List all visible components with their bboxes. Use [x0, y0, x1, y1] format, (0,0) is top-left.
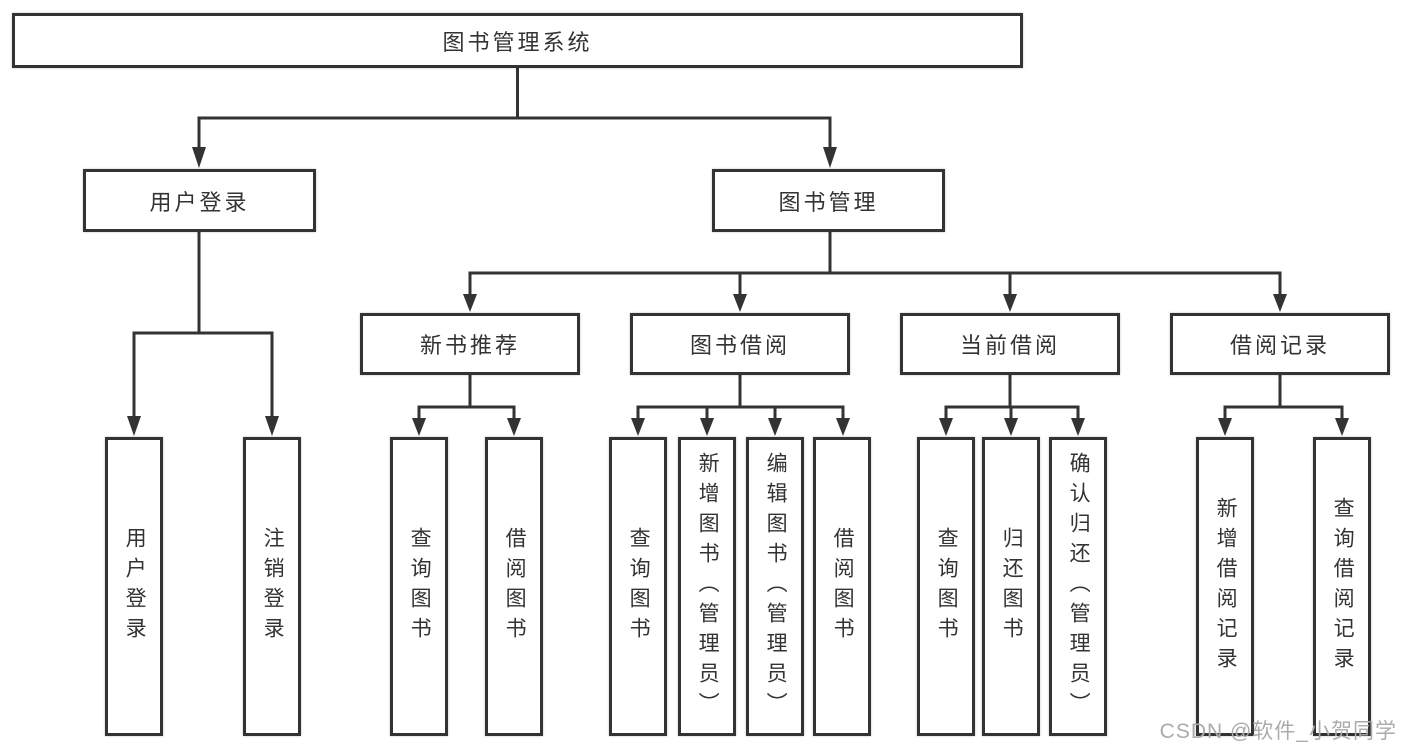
- leaf-label: 新增借阅记录: [1214, 496, 1238, 677]
- leaf-query-books-borrowing: 查询图书: [609, 437, 667, 736]
- leaf-confirm-return-admin: 确认归还（管理员）: [1049, 437, 1107, 736]
- leaf-label: 新增图书（管理员）: [696, 451, 720, 722]
- node-current-borrowing: 当前借阅: [900, 313, 1120, 375]
- node-borrowing-records: 借阅记录: [1170, 313, 1390, 375]
- node-book-management: 图书管理: [712, 169, 945, 232]
- leaf-label: 用户登录: [123, 526, 147, 647]
- leaf-label: 注销登录: [261, 526, 285, 647]
- node-library-management-system: 图书管理系统: [12, 13, 1023, 68]
- leaf-query-books-current: 查询图书: [917, 437, 975, 736]
- node-label: 图书管理: [778, 189, 879, 215]
- leaf-edit-books-admin: 编辑图书（管理员）: [746, 437, 804, 736]
- node-label: 借阅记录: [1229, 333, 1330, 358]
- node-label: 图书管理系统: [442, 29, 593, 55]
- node-new-book-recommendation: 新书推荐: [360, 313, 580, 375]
- leaf-label: 查询图书: [408, 526, 432, 647]
- leaf-label: 借阅图书: [503, 526, 527, 647]
- leaf-user-login: 用户登录: [105, 437, 163, 736]
- leaf-add-borrow-record: 新增借阅记录: [1196, 437, 1254, 736]
- node-label: 图书借阅: [689, 333, 790, 358]
- node-label: 新书推荐: [419, 333, 520, 358]
- leaf-return-books: 归还图书: [982, 437, 1040, 736]
- leaf-label: 编辑图书（管理员）: [764, 451, 788, 722]
- node-book-borrowing: 图书借阅: [630, 313, 850, 375]
- leaf-logout: 注销登录: [243, 437, 301, 736]
- node-label: 当前借阅: [959, 333, 1060, 358]
- csdn-watermark: CSDN @软件_小贺同学: [1159, 720, 1397, 743]
- leaf-query-books-recommend: 查询图书: [390, 437, 448, 736]
- leaf-borrow-books-recommend: 借阅图书: [485, 437, 543, 736]
- leaf-borrow-books-borrowing: 借阅图书: [813, 437, 871, 736]
- leaf-label: 确认归还（管理员）: [1067, 451, 1091, 722]
- node-user-login: 用户登录: [83, 169, 316, 232]
- node-label: 用户登录: [149, 189, 250, 215]
- leaf-label: 借阅图书: [831, 526, 855, 647]
- leaf-add-books-admin: 新增图书（管理员）: [678, 437, 736, 736]
- leaf-query-borrow-record: 查询借阅记录: [1313, 437, 1371, 736]
- leaf-label: 查询图书: [935, 526, 959, 647]
- leaf-label: 查询借阅记录: [1331, 496, 1355, 677]
- leaf-label: 查询图书: [627, 526, 651, 647]
- leaf-label: 归还图书: [1000, 526, 1024, 647]
